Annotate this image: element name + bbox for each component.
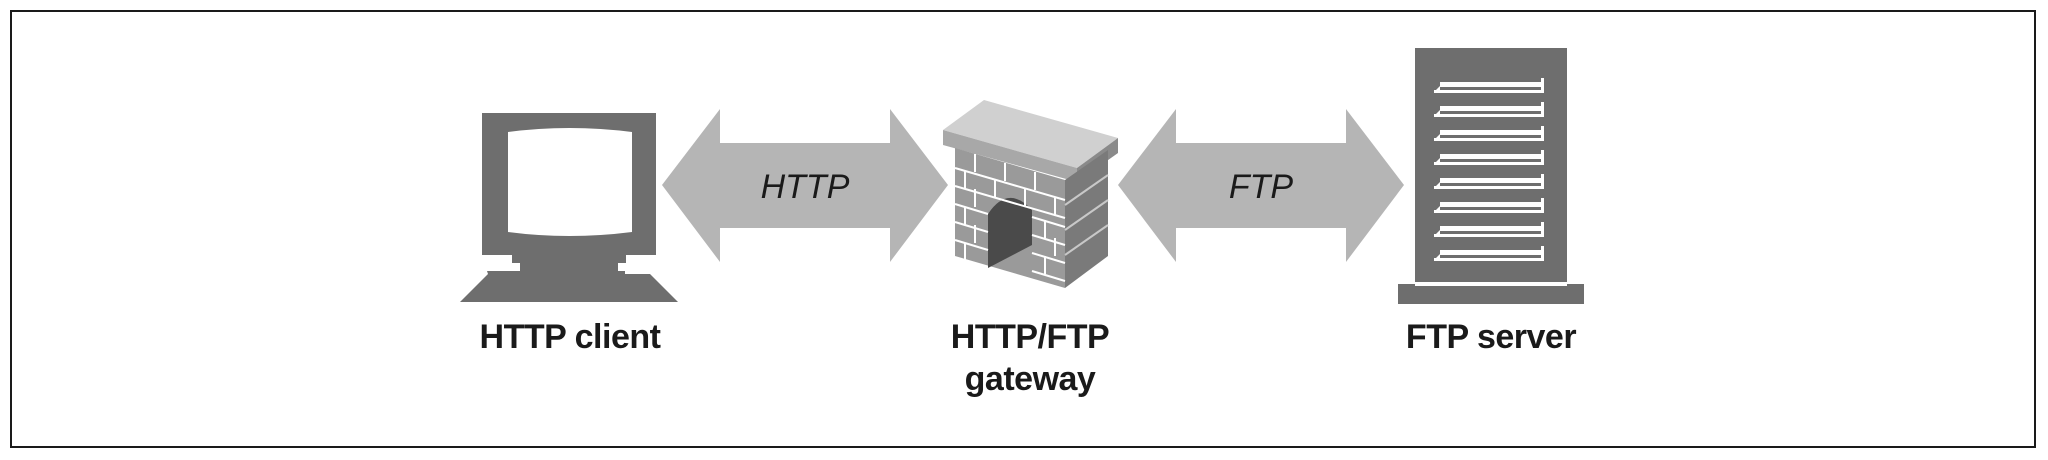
gateway-label-line2: gateway bbox=[964, 360, 1096, 398]
http-arrow: HTTP bbox=[662, 109, 948, 262]
http-arrow-label: HTTP bbox=[761, 168, 850, 206]
diagram-frame bbox=[10, 10, 2036, 448]
server-icon bbox=[1398, 48, 1584, 304]
server-label: FTP server bbox=[1405, 318, 1577, 356]
computer-icon bbox=[460, 113, 678, 302]
gateway-label: HTTP/FTP gateway bbox=[930, 316, 1130, 400]
ftp-arrow: FTP bbox=[1118, 109, 1404, 262]
firewall-icon bbox=[943, 100, 1118, 288]
client-label: HTTP client bbox=[479, 318, 661, 356]
gateway-label-line1: HTTP/FTP bbox=[950, 318, 1110, 356]
ftp-arrow-label: FTP bbox=[1229, 168, 1294, 206]
